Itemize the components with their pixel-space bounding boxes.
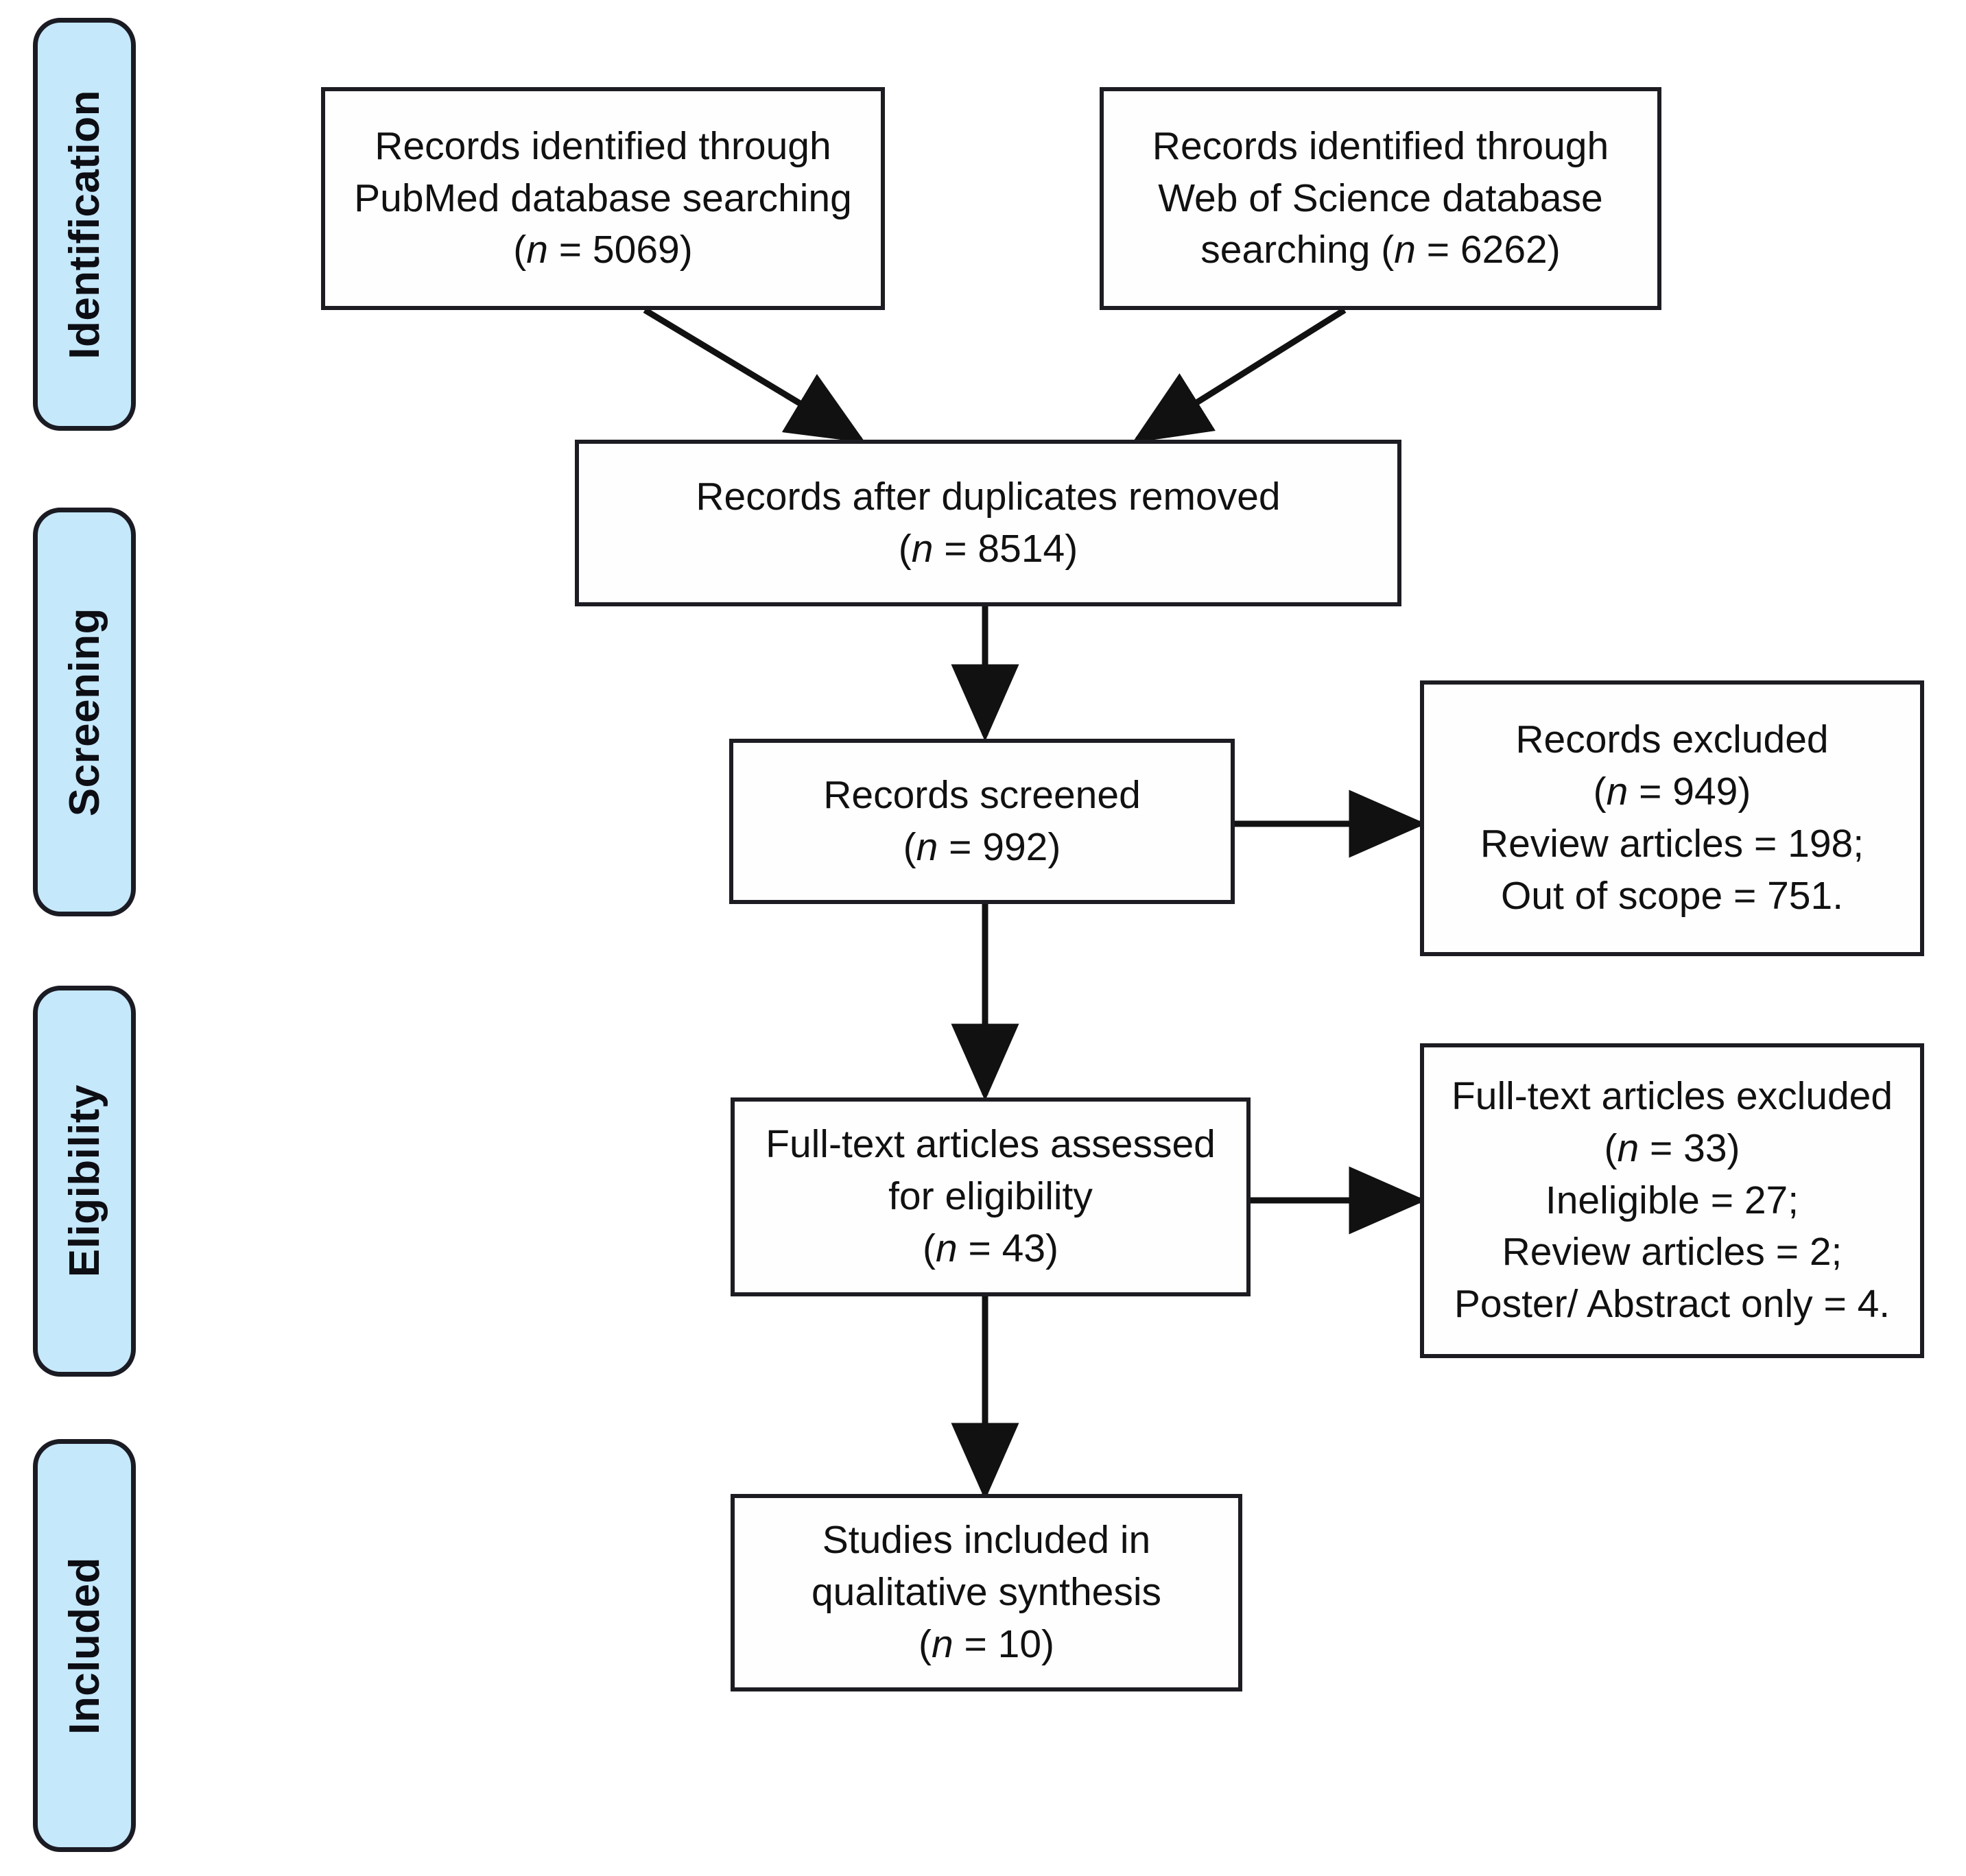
node-records-excluded-text: Records excluded(n = 949)Review articles… [1480, 717, 1864, 918]
stage-label-screening: Screening [33, 508, 136, 916]
stage-label-identification: Identification [33, 18, 136, 431]
node-full-text-articles-excluded: Full-text articles excluded(n = 33)Ineli… [1420, 1043, 1924, 1358]
stage-label-included-text: Included [60, 1556, 108, 1735]
stage-label-included: Included [33, 1439, 136, 1852]
node-full-text-articles-excluded-text: Full-text articles excluded(n = 33)Ineli… [1451, 1074, 1893, 1327]
stage-label-identification-text: Identification [60, 89, 108, 359]
edge-pubmed-to-duplicates [643, 307, 866, 443]
node-records-screened-text: Records screened(n = 992) [823, 772, 1141, 869]
node-records-screened: Records screened(n = 992) [729, 739, 1235, 904]
edge-wos-to-duplicates [1132, 307, 1347, 443]
node-records-excluded: Records excluded(n = 949)Review articles… [1420, 680, 1924, 956]
node-records-after-duplicates-removed: Records after duplicates removed(n = 851… [575, 440, 1401, 606]
stage-label-eligibility-text: Eligibility [60, 1084, 108, 1278]
node-records-after-duplicates-removed-text: Records after duplicates removed(n = 851… [696, 474, 1281, 571]
stage-label-eligibility: Eligibility [33, 986, 136, 1377]
stage-label-screening-text: Screening [60, 607, 108, 817]
